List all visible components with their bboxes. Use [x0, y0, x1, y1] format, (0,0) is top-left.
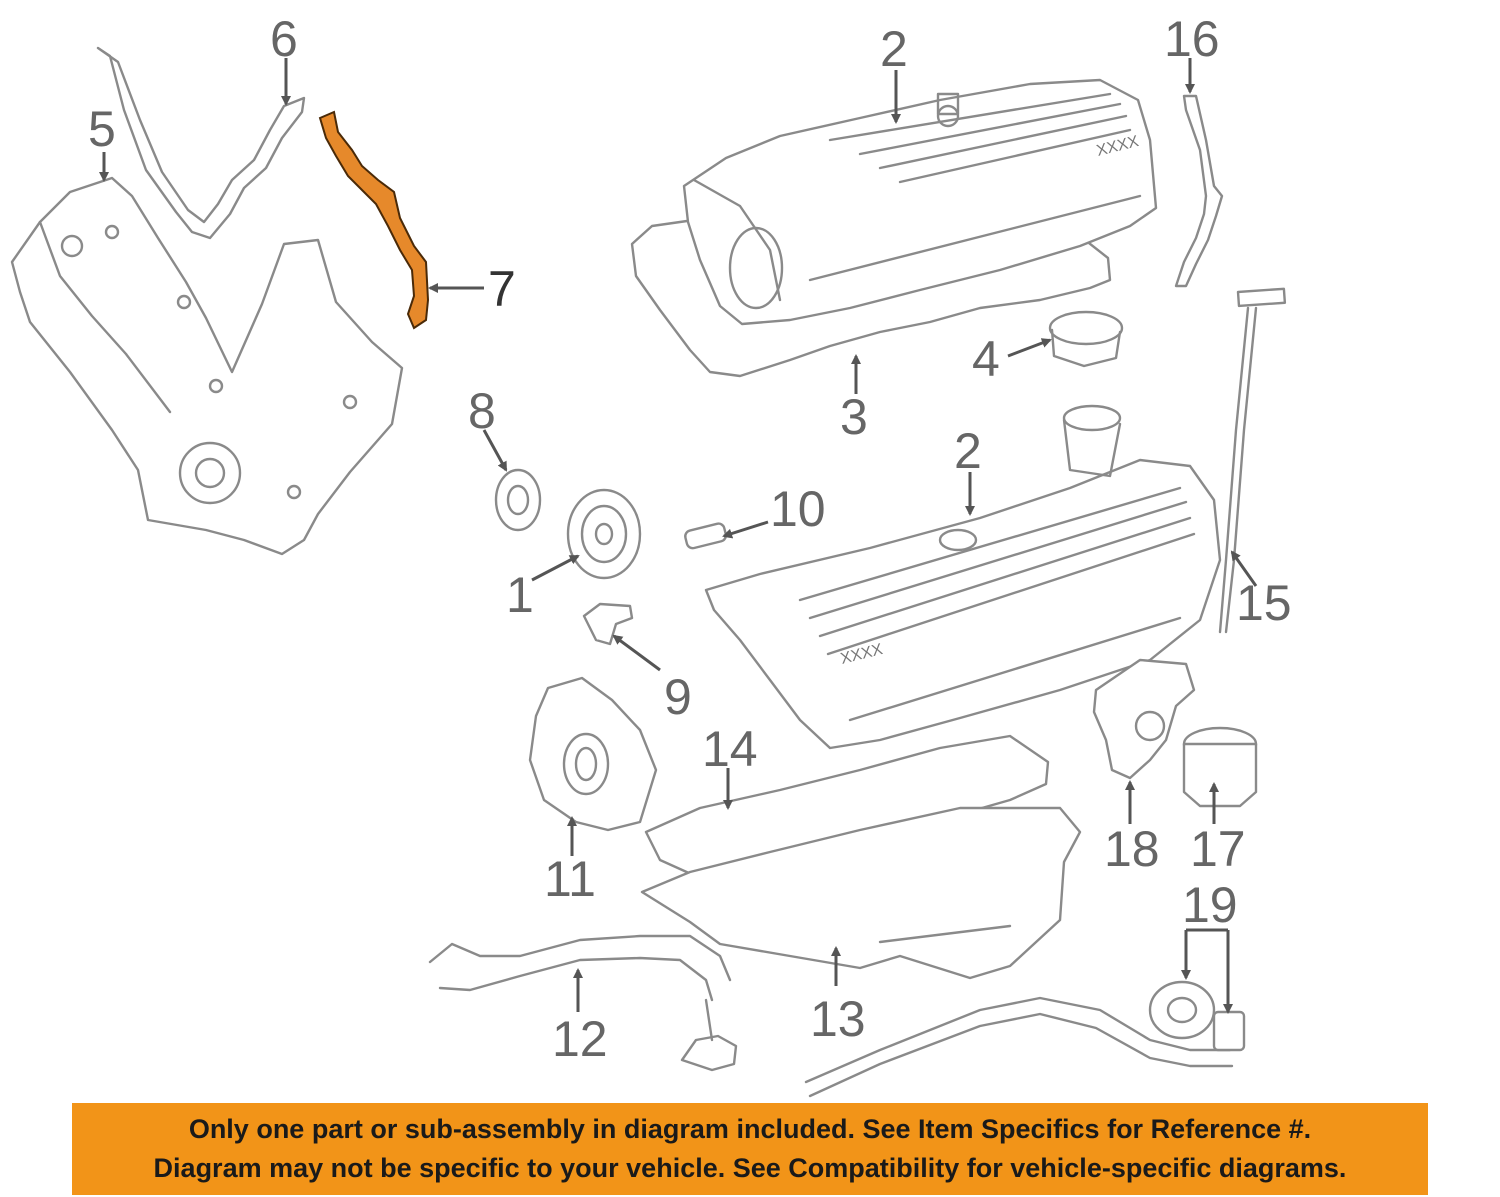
disclaimer-line-1: Only one part or sub-assembly in diagram…: [188, 1114, 1312, 1144]
tensioner-part: [1092, 658, 1196, 780]
callout-9: 9: [664, 669, 692, 725]
callout-12: 12: [552, 1011, 608, 1067]
oil-pickup-tube-part: [428, 934, 738, 1072]
crankshaft-seal-part: [494, 468, 542, 532]
oil-pan-part: [640, 806, 1082, 980]
leader-8: [482, 429, 508, 472]
callout-16: 16: [1164, 11, 1220, 67]
callout-11: 11: [544, 851, 596, 907]
oil-dipstick-part: [1218, 287, 1287, 634]
oil-filter-part: [1182, 726, 1258, 808]
callout-4: 4: [972, 331, 1000, 387]
callout-10: 10: [770, 481, 826, 537]
highlighted-gasket-part-7: [318, 110, 430, 330]
leader-10: [722, 520, 769, 539]
valve-cover-front-part: XXXX: [704, 404, 1222, 750]
leader-1: [531, 554, 580, 582]
callout-17: 17: [1190, 821, 1246, 877]
oil-filler-cap-part: [1048, 310, 1124, 368]
timing-cover-gasket-part: [96, 46, 306, 240]
oil-level-sensor-part: [804, 980, 1246, 1098]
leader-15: [1230, 550, 1258, 587]
callout-6: 6: [270, 11, 298, 67]
sensor-part-10: [684, 522, 728, 550]
callout-8: 8: [468, 383, 496, 439]
callout-1: 1: [506, 567, 534, 623]
timing-cover-part: [10, 176, 404, 556]
disclaimer-banner: Only one part or sub-assembly in diagram…: [72, 1103, 1428, 1195]
callout-2-front: 2: [954, 423, 982, 479]
callout-2-rear: 2: [880, 21, 908, 77]
leader-4: [1007, 338, 1052, 358]
callout-7: 7: [488, 261, 516, 317]
callout-19: 19: [1182, 877, 1238, 933]
crankshaft-pulley-part: [566, 488, 642, 580]
callout-14: 14: [702, 721, 758, 777]
sensor-part-9: [582, 602, 634, 646]
callout-13: 13: [810, 991, 866, 1047]
callout-5: 5: [88, 101, 116, 157]
oil-pump-part: [528, 676, 658, 832]
callout-18: 18: [1104, 821, 1160, 877]
callout-15: 15: [1236, 575, 1292, 631]
pcv-hose-part: [1174, 94, 1224, 288]
leader-9: [612, 634, 661, 672]
valve-cover-rear-part: XXXX: [682, 78, 1158, 326]
callout-3: 3: [840, 389, 868, 445]
disclaimer-line-2: Diagram may not be specific to your vehi…: [153, 1153, 1347, 1183]
